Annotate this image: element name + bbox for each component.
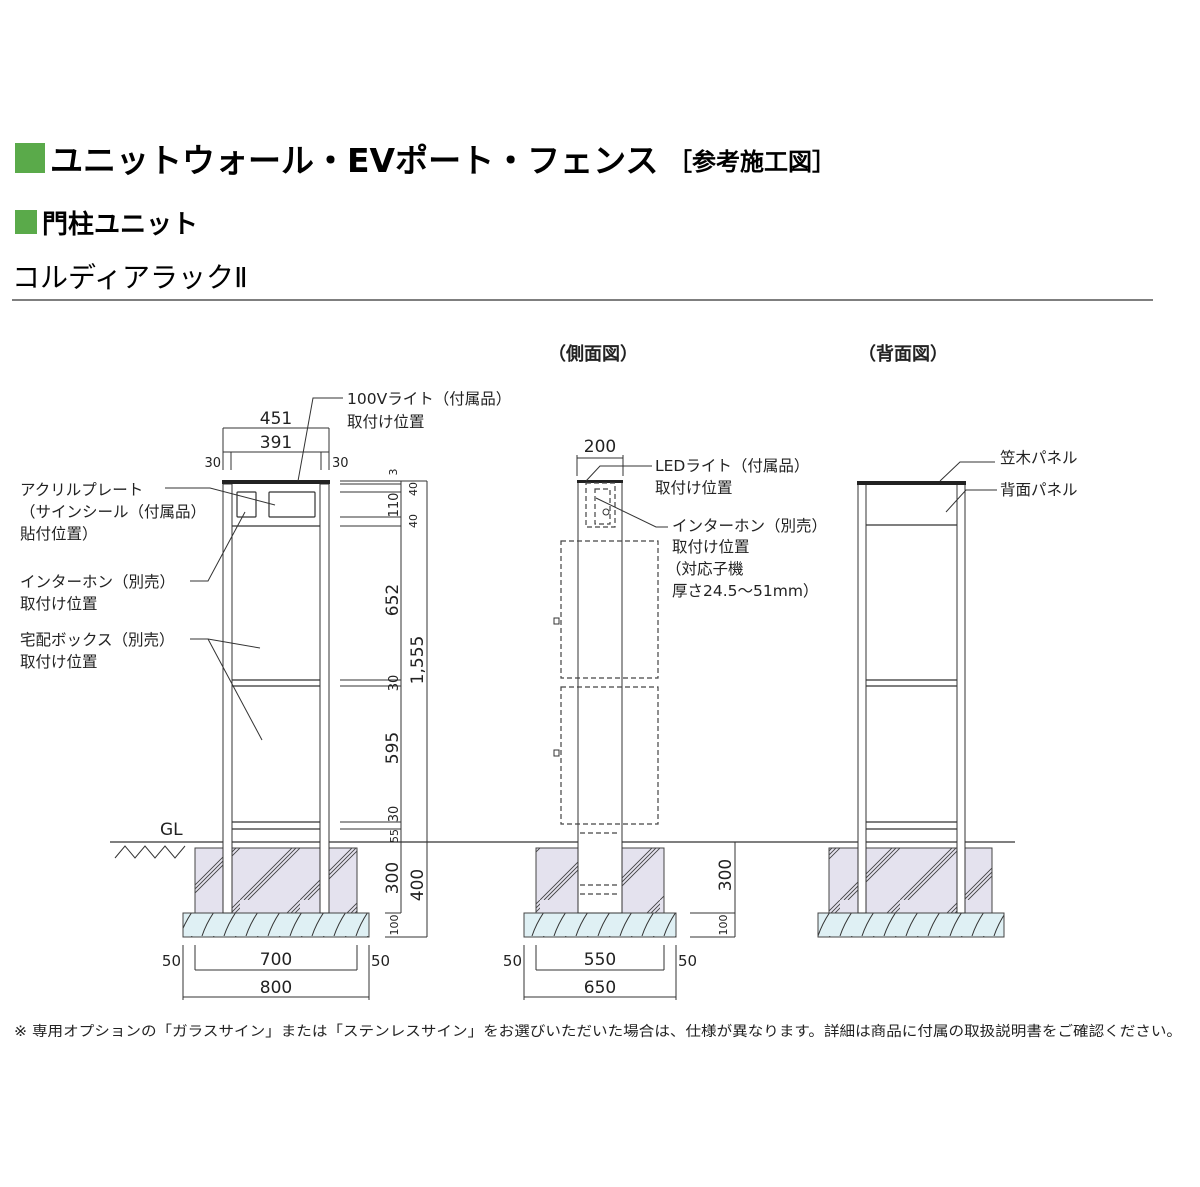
dim-700: 700 [260,950,292,970]
dim-391: 391 [260,433,292,453]
light-plate [268,491,316,518]
delivery-box-label-2: 取付け位置 [20,653,98,671]
left-post [222,483,233,914]
side-dim-50-right: 50 [678,952,697,970]
side-view: LEDライト（付属品） 取付け位置 インターホン（別売） 取付け位置 （対応子機… [503,437,827,1000]
side-intercom-label-2: 取付け位置 [672,538,750,556]
back-view-title: （背面図） [858,343,948,365]
side-dim-300: 300 [716,859,736,891]
dim-550: 550 [584,950,616,970]
back-view: 笠木パネル 背面パネル [817,449,1078,938]
section-bullet-icon [15,210,37,234]
dim-30b: 30 [387,806,402,823]
intercom-outline [585,482,616,528]
back-right-post [956,483,966,914]
acrylic-label-3: 貼付位置） [20,525,98,543]
led-label: LEDライト（付属品） [655,457,809,475]
kasagi-panel [857,481,966,485]
dim-30-left: 30 [204,456,221,471]
delivery-box-outline-upper [560,540,659,679]
dim-110: 110 [387,493,402,518]
dim-50-right: 50 [371,952,390,970]
back-left-post [857,483,867,914]
intercom-label-2: 取付け位置 [20,595,98,613]
dim-100: 100 [388,915,401,936]
product-name: コルディアラックⅡ [12,261,248,294]
dim-55: 55 [388,829,401,843]
back-gravel-base [817,912,1005,938]
dim-30a: 30 [387,675,402,692]
side-intercom-label-3: （対応子機 [666,560,744,578]
delivery-box-label: 宅配ボックス（別売） [20,631,175,649]
side-post [577,481,623,914]
led-label-2: 取付け位置 [655,479,733,497]
page-title-suffix: ［参考施工図］ [668,148,836,176]
side-dim-50-left: 50 [503,952,522,970]
side-intercom-label: インターホン（別売） [672,517,827,535]
dim-652: 652 [383,584,403,616]
dim-3: 3 [387,469,400,476]
acrylic-label-2: （サインシール（付属品） [20,503,206,521]
back-panel-label: 背面パネル [1000,481,1078,499]
dim-30-right: 30 [332,456,349,471]
dim-40a: 40 [407,482,420,496]
right-post [319,483,330,914]
dim-50-left: 50 [162,952,181,970]
acrylic-label: アクリルプレート [20,481,143,499]
intercom-label: インターホン（別売） [20,573,175,591]
top-cap [222,480,330,484]
front-view: 100Vライト（付属品） 取付け位置 アクリルプレート （サインシール（付属品）… [20,390,511,1000]
footnote: ※ 専用オプションの「ガラスサイン」または「ステンレスサイン」をお選びいただいた… [14,1024,1182,1040]
dim-595: 595 [383,732,403,764]
dim-200: 200 [584,437,616,457]
dim-400: 400 [408,869,428,901]
dim-650: 650 [584,978,616,998]
delivery-box-outline-lower [560,686,659,825]
gl-label: GL [160,820,183,840]
side-intercom-label-4: 厚さ24.5～51mm） [672,582,818,600]
light-label-2: 取付け位置 [347,413,425,431]
dim-300: 300 [383,862,403,894]
header: ユニットウォール・EVポート・フェンス ［参考施工図］ 門柱ユニット コルディア… [12,141,1153,301]
side-view-title: （側面図） [548,343,638,365]
section-title: 門柱ユニット [42,210,198,240]
sign-plate [236,491,257,518]
dim-800: 800 [260,978,292,998]
kasagi-label: 笠木パネル [1000,449,1078,467]
dim-451: 451 [260,409,292,429]
foundation-block [194,847,358,914]
light-label: 100Vライト（付属品） [347,390,511,408]
title-bullet-icon [15,143,45,173]
side-dim-100: 100 [717,915,730,936]
gravel-base [182,912,370,938]
page-title: ユニットウォール・EVポート・フェンス [50,141,658,180]
back-foundation-block [828,847,993,914]
dim-40b: 40 [407,514,420,528]
side-gravel-base [523,912,677,938]
dim-1555: 1,555 [408,636,428,685]
earth-symbol-icon [114,845,186,859]
